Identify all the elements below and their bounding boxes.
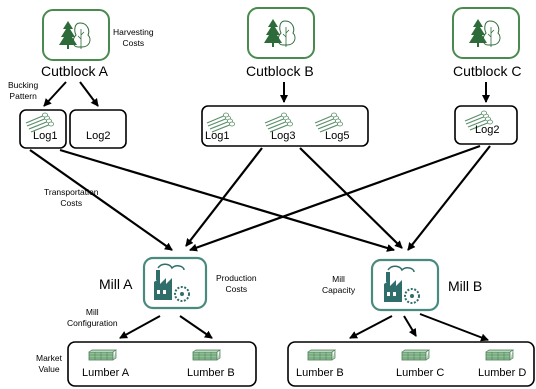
production-costs-note: Production Costs (216, 273, 257, 294)
forest-icon (42, 9, 110, 61)
log-label: Log2 (475, 124, 500, 136)
log-label: Log1 (205, 130, 230, 142)
forest-icon (247, 7, 315, 59)
transportation-costs-note: Transportation Costs (44, 187, 99, 208)
cutblock-b-label: Cutblock B (246, 63, 314, 79)
cutblock-b-logs (201, 105, 369, 147)
mill-b-label: Mill B (448, 278, 483, 294)
log-label: Log2 (86, 130, 111, 142)
mill-capacity-note: Mill Capacity (322, 274, 356, 295)
production-arrows (119, 313, 489, 342)
bucking-pattern-note: Bucking Pattern (8, 80, 39, 101)
log-label: Log1 (33, 130, 58, 142)
log-label: Log5 (325, 130, 350, 142)
cutblock-c-label: Cutblock C (453, 63, 522, 79)
mill-configuration-note: Mill Configuration (67, 307, 118, 328)
market-value-note: Market Value (36, 353, 62, 374)
lumber-label: Lumber A (82, 367, 130, 379)
cutblock-a-label: Cutblock A (41, 63, 108, 79)
forest-icon (452, 7, 520, 59)
mill-icon (370, 258, 440, 312)
lumber-label: Lumber C (396, 367, 445, 379)
mill-a-products (67, 341, 257, 387)
cutblock-c-logs (454, 105, 518, 145)
lumber-label: Lumber D (478, 367, 527, 379)
lumber-label: Lumber B (187, 367, 235, 379)
harvesting-costs-note: Harvesting Costs (113, 27, 154, 48)
mill-b-products (287, 341, 535, 387)
mill-icon (142, 256, 208, 310)
cutblock-a-logs (19, 109, 127, 149)
lumber-label: Lumber B (296, 367, 344, 379)
bucking-arrows (43, 81, 490, 107)
transportation-arrows (29, 144, 491, 252)
log-label: Log3 (271, 130, 296, 142)
mill-a-label: Mill A (99, 276, 133, 292)
